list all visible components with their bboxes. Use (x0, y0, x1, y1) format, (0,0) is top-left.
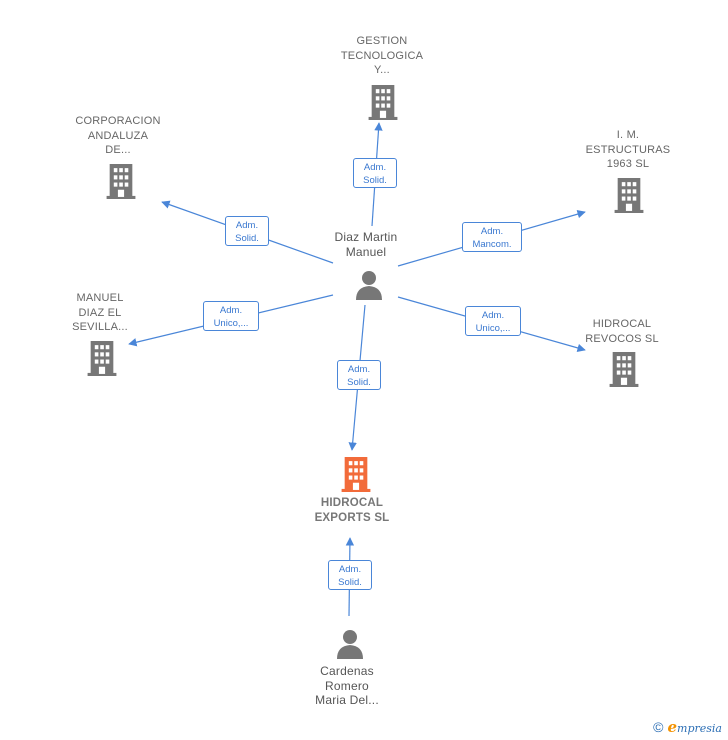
edge-label-gestion: Adm. Solid. (353, 158, 397, 188)
copyright-icon: © (653, 719, 664, 735)
building-icon-focus[interactable] (341, 457, 371, 492)
building-icon[interactable] (614, 178, 644, 213)
building-icon[interactable] (106, 164, 136, 199)
edge-label-revocos: Adm. Unico,... (465, 306, 521, 336)
building-icon[interactable] (368, 85, 398, 120)
edge-label-exports: Adm. Solid. (337, 360, 381, 390)
node-im-estructuras[interactable]: I. M. ESTRUCTURAS 1963 SL (585, 129, 671, 170)
node-gestion-tecnologica[interactable]: GESTION TECNOLOGICA Y... (340, 35, 424, 76)
edge-label-manuel: Adm. Unico,... (203, 301, 259, 331)
node-diaz-martin-manuel[interactable]: Diaz Martin Manuel (334, 230, 398, 259)
edge-label-corporacion: Adm. Solid. (225, 216, 269, 246)
empresia-logo[interactable]: empresia (667, 718, 722, 736)
person-icon[interactable] (337, 630, 363, 659)
person-icon[interactable] (356, 271, 382, 300)
node-cardenas-romero[interactable]: Cardenas Romero Maria Del... (315, 664, 379, 707)
building-icon[interactable] (87, 341, 117, 376)
node-manuel-diaz[interactable]: MANUEL DIAZ EL SEVILLA... (72, 292, 128, 333)
node-corporacion-andaluza[interactable]: CORPORACION ANDALUZA DE... (75, 115, 161, 156)
edge-label-cardenas: Adm. Solid. (328, 560, 372, 590)
building-icon[interactable] (609, 352, 639, 387)
edge-label-estructuras: Adm. Mancom. (462, 222, 522, 252)
node-hidrocal-exports[interactable]: HIDROCAL EXPORTS SL (314, 497, 390, 524)
node-hidrocal-revocos[interactable]: HIDROCAL REVOCOS SL (585, 318, 659, 345)
footer-brand[interactable]: © empresia (653, 718, 722, 736)
